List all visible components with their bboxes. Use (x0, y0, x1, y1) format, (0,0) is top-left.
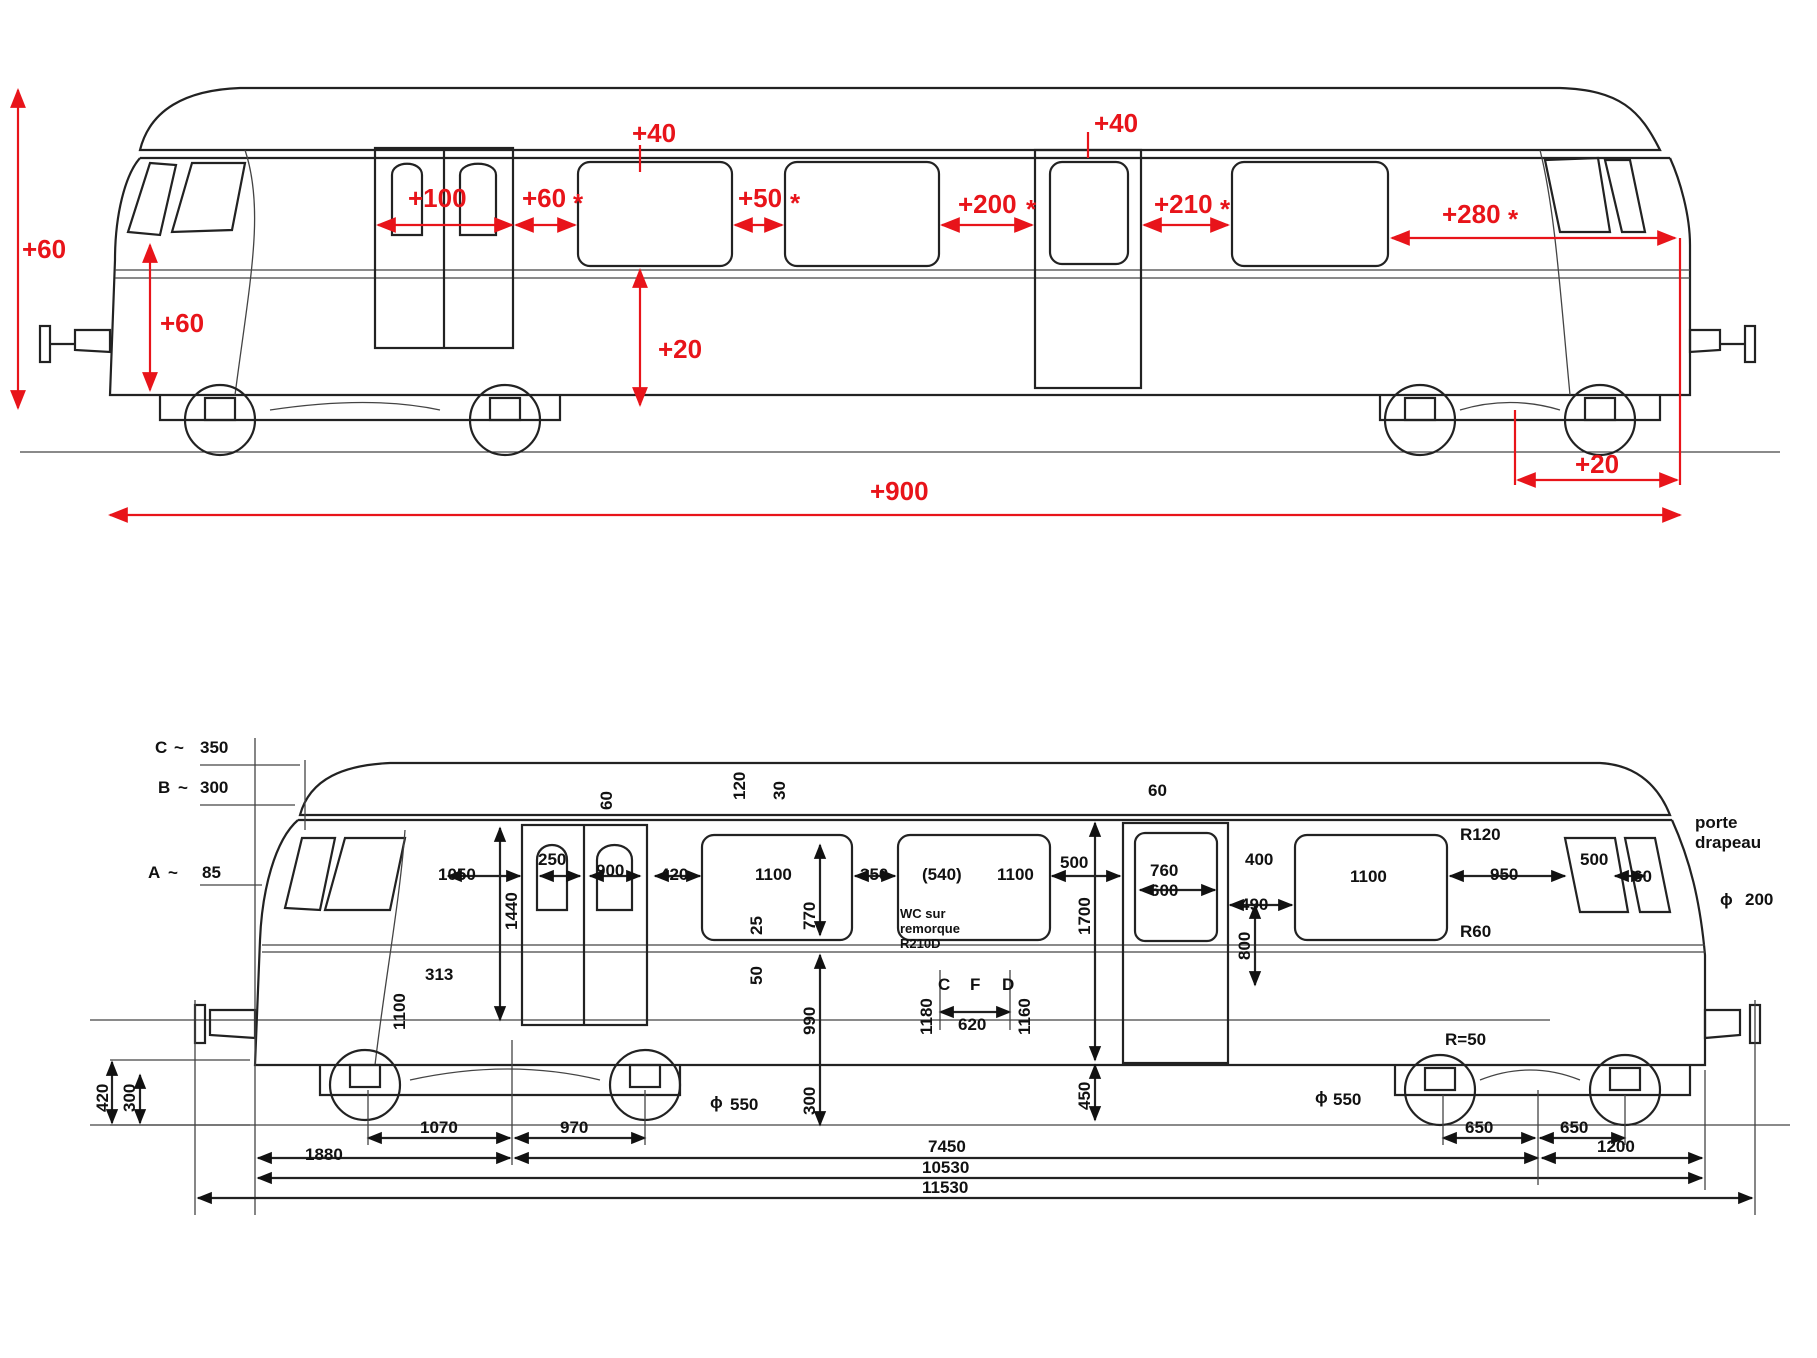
top-left-height-side: +60 (160, 308, 204, 338)
top-door-width: +100 (408, 183, 467, 213)
top-asterisk-5: * (1508, 204, 1519, 234)
label-axle-left-b: 970 (560, 1118, 588, 1137)
label-a-value: 85 (202, 863, 221, 882)
label-door2-width: 600 (1150, 881, 1178, 900)
label-door-win-width: 250 (538, 850, 566, 869)
label-c-tilde: ~ (174, 738, 184, 757)
label-gap2: 350 (860, 865, 888, 884)
label-door2-top: 60 (1148, 781, 1167, 800)
label-buffer-height: 1100 (390, 993, 409, 1030)
top-gap-door-window1: +60 (522, 183, 566, 213)
label-wheel-right: 550 (1333, 1090, 1361, 1109)
top-left-height-total: +60 (22, 234, 66, 264)
label-front-window-to-door: 1050 (438, 865, 476, 884)
label-lamp-phi: ϕ (1720, 890, 1733, 909)
label-f-point: F (970, 975, 980, 994)
top-asterisk-2: * (790, 188, 801, 218)
label-wheel-right-phi: ϕ (1315, 1088, 1328, 1107)
top-gap-window2-door2: +200 (958, 189, 1017, 219)
top-window-top: +40 (632, 118, 676, 148)
top-asterisk-1: * (573, 188, 584, 218)
top-railcar-elevation: +60 +60 +100 +60 * +40 +50 * +20 +200 * … (10, 86, 1780, 523)
label-radius-bottom: R60 (1460, 922, 1491, 941)
label-gap1: 420 (660, 865, 688, 884)
label-axle-right-a: 650 (1465, 1118, 1493, 1137)
label-window1: 1100 (755, 865, 792, 884)
label-radius-top: R120 (1460, 825, 1501, 844)
top-gap-door2-window3: +210 (1154, 189, 1213, 219)
label-door2-height: 1700 (1075, 897, 1094, 935)
top-asterisk-3: * (1026, 194, 1037, 224)
label-wc-window: (540) (922, 865, 962, 884)
label-belt: 50 (747, 966, 766, 985)
label-window-inset: 25 (747, 916, 766, 935)
label-buffer-axis: 420 (93, 1084, 112, 1112)
label-body-length: 10530 (922, 1158, 969, 1177)
label-body-height: 990 (800, 1007, 819, 1035)
label-window-top-offset: 400 (1245, 850, 1273, 869)
label-b: B (158, 778, 170, 797)
label-wc-2: remorque (900, 921, 960, 936)
top-total-length: +900 (870, 476, 929, 506)
top-asterisk-4: * (1220, 194, 1231, 224)
label-radius-skirt: R=50 (1445, 1030, 1486, 1049)
label-small-dim: 313 (425, 965, 453, 984)
label-roof-top: 120 (730, 772, 749, 800)
label-b-value: 300 (200, 778, 228, 797)
label-bogie-centers: 7450 (928, 1137, 966, 1156)
label-buffer-axis2: 300 (120, 1084, 139, 1112)
label-door2-window: 760 (1150, 861, 1178, 880)
label-cfd-right-height: 1160 (1015, 998, 1034, 1035)
label-roof-gap: 30 (770, 781, 789, 800)
label-cfd-left-height: 1180 (917, 998, 936, 1035)
label-wheel-left: 550 (730, 1095, 758, 1114)
label-door-height: 1440 (502, 892, 521, 930)
label-door1-top: 60 (597, 791, 616, 810)
label-rear-overhang: 1200 (1597, 1137, 1635, 1156)
label-wheel-left-phi: ϕ (710, 1093, 723, 1112)
bottom-railcar-elevation: C ~ 350 B ~ 300 A ~ 85 1050 250 900 420 … (90, 738, 1790, 1215)
label-rear-window2: 60 (1633, 867, 1652, 886)
top-door2-top: +40 (1094, 108, 1138, 138)
label-wc-3: R210D (900, 936, 940, 951)
label-d-point: D (1002, 975, 1014, 994)
label-axle-right-b: 650 (1560, 1118, 1588, 1137)
label-a-tilde: ~ (168, 863, 178, 882)
label-c-value: 350 (200, 738, 228, 757)
label-rear-window: 500 (1580, 850, 1608, 869)
label-a: A (148, 863, 160, 882)
top-window-bottom: +20 (658, 334, 702, 364)
label-door2-step: 450 (1075, 1082, 1094, 1110)
label-window-height: 770 (800, 902, 819, 930)
label-door2-panel: 800 (1235, 932, 1254, 960)
label-axle-left-a: 1070 (420, 1118, 458, 1137)
label-c: C (155, 738, 167, 757)
label-total-length: 11530 (922, 1178, 968, 1197)
label-gap5: 950 (1490, 865, 1518, 884)
label-flag-holder-2: drapeau (1695, 833, 1761, 852)
label-window2: 1100 (997, 865, 1034, 884)
label-gap3: 500 (1060, 853, 1088, 872)
label-cfd-width: 620 (958, 1015, 986, 1034)
label-b-tilde: ~ (178, 778, 188, 797)
label-gap4: 490 (1240, 895, 1268, 914)
label-window3: 1100 (1350, 867, 1387, 886)
top-gap-window3-end: +280 (1442, 199, 1501, 229)
label-flag-holder-1: porte (1695, 813, 1738, 832)
label-door-width: 900 (596, 861, 624, 880)
label-front-to-axle: 1880 (305, 1145, 343, 1164)
label-wc-1: WC sur (900, 906, 946, 921)
label-floor: 300 (800, 1087, 819, 1115)
label-lamp-diameter: 200 (1745, 890, 1773, 909)
top-rear-overhang: +20 (1575, 449, 1619, 479)
top-gap-window1-window2: +50 (738, 183, 782, 213)
label-c-point: C (938, 975, 950, 994)
